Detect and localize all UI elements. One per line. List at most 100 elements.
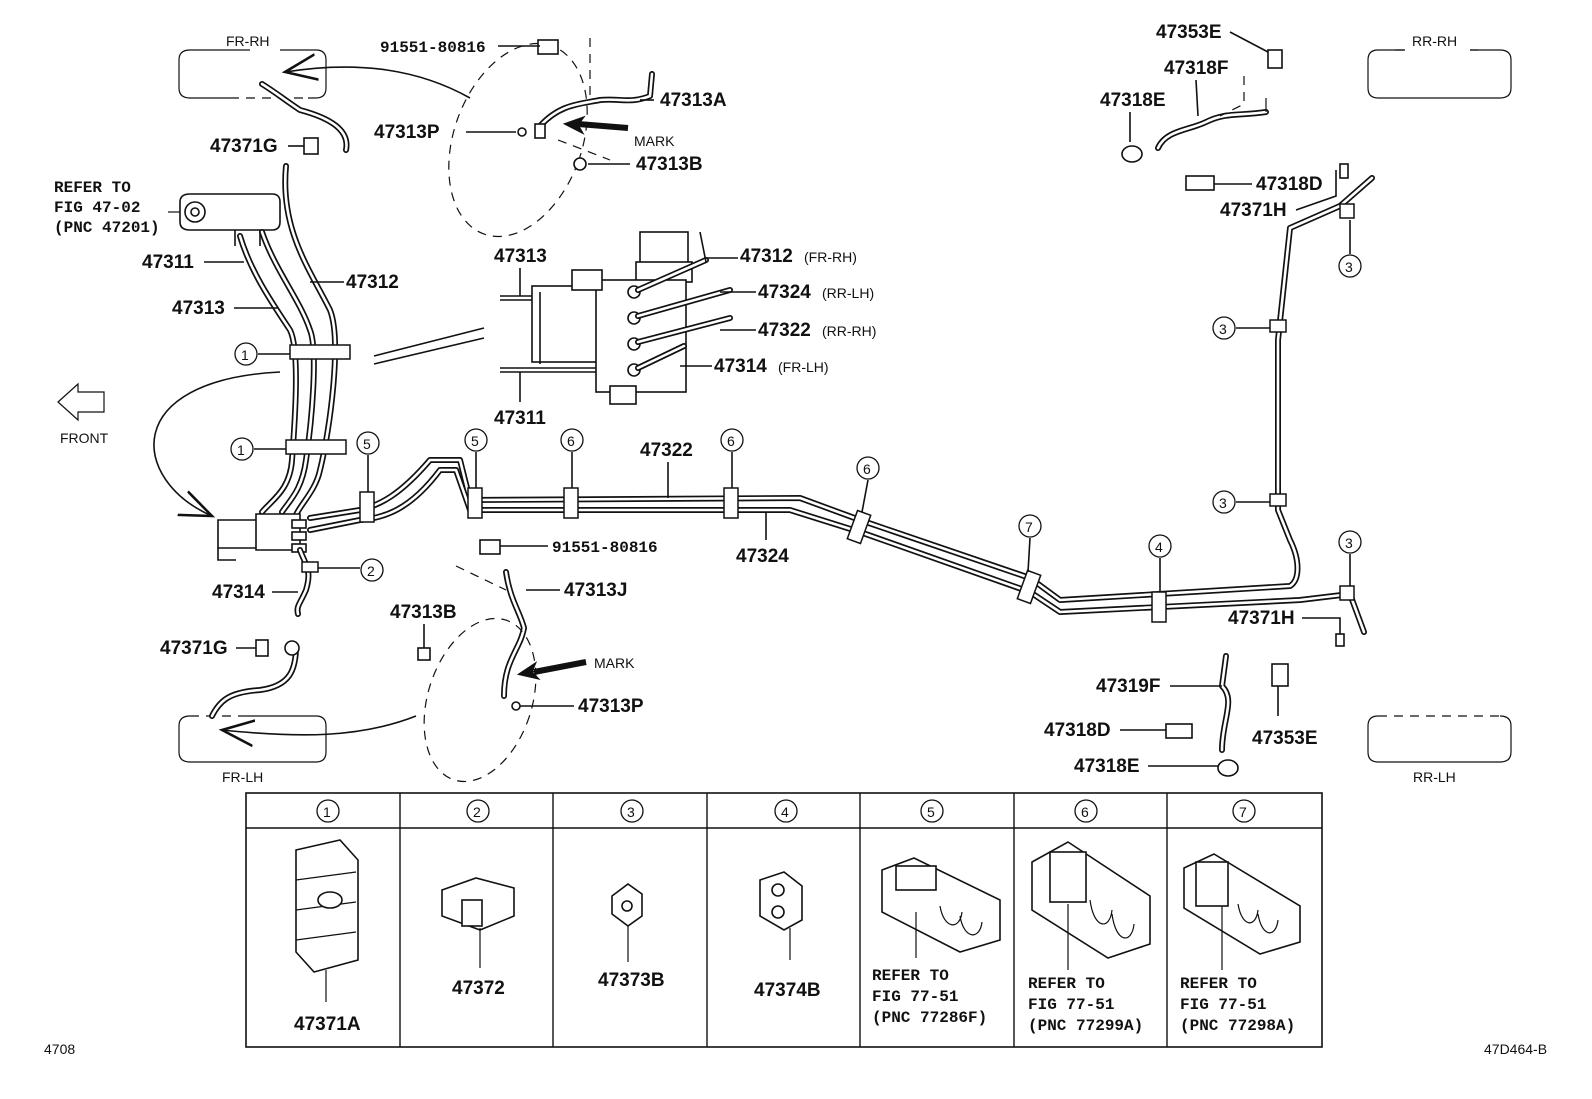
master-cylinder [179, 193, 281, 246]
doc-number: 4708 [44, 1041, 75, 1057]
corner-label-rr-lh: RR-LH [1413, 769, 1456, 785]
legend-refer-line: FIG 77-51 [872, 988, 958, 1006]
legend-cell-1: 1 47371A [294, 799, 361, 1035]
callout-47318D-top: 47318D [1256, 174, 1323, 195]
legend-cell-4: 4 47374B [754, 799, 821, 1001]
legend-number: 6 [1081, 804, 1089, 820]
callout-47313A: 47313A [660, 90, 727, 111]
legend-part-label: 47374B [754, 980, 821, 1001]
svg-text:3: 3 [1219, 495, 1227, 511]
callout-47318E-low: 47318E [1074, 756, 1140, 777]
callout-47371G-low: 47371G [160, 638, 228, 659]
bolt-icon [1165, 723, 1193, 739]
legend-cell-5: 5 REFER TO FIG 77-51 (PNC 77286F) [872, 799, 1001, 1027]
detail-47312: 47312 [740, 246, 793, 267]
svg-text:2: 2 [367, 563, 375, 579]
legend-refer-line: FIG 77-51 [1180, 996, 1266, 1014]
detail-bubble-low [423, 617, 537, 783]
clip-marker: 4 [1148, 534, 1172, 558]
refer-master-line1: REFER TO [54, 179, 131, 197]
clip-47318E [1121, 145, 1143, 163]
legend-number: 4 [781, 804, 789, 820]
clip-3b [1269, 493, 1287, 507]
clip-3a [1269, 319, 1287, 333]
callout-47318F: 47318F [1164, 58, 1228, 79]
legend-cell-3: 3 47373B [598, 799, 665, 991]
arrow-to-fr-rh [285, 67, 471, 99]
callout-47318D-low: 47318D [1044, 720, 1111, 741]
legend-cell-7: 7 REFER TO FIG 77-51 (PNC 77298A) [1180, 799, 1301, 1035]
callout-47324: 47324 [736, 546, 789, 567]
zoom-arrow-detail [153, 371, 281, 516]
legend-number: 5 [927, 804, 935, 820]
callout-47313P-low: 47313P [578, 696, 644, 717]
legend-refer-line: (PNC 77298A) [1180, 1017, 1295, 1035]
legend-refer-line: REFER TO [872, 967, 949, 985]
clip-3c [1339, 203, 1355, 219]
clip-7 [1016, 569, 1042, 605]
svg-text:5: 5 [471, 433, 479, 449]
svg-text:5: 5 [363, 436, 371, 452]
detail-47314-note: (FR-LH) [778, 359, 829, 375]
svg-text:3: 3 [1345, 535, 1353, 551]
corner-box-fr-rh: FR-RH [178, 33, 327, 99]
legend-cell-6: 6 REFER TO FIG 77-51 (PNC 77299A) [1028, 799, 1151, 1035]
legend-cell-2: 2 47372 [441, 799, 515, 999]
callout-47322: 47322 [640, 440, 693, 461]
clip-5b [467, 487, 483, 519]
callout-47313: 47313 [172, 298, 225, 319]
legend-part-label: 47371A [294, 1014, 361, 1035]
callout-47311: 47311 [142, 252, 194, 273]
clip-marker: 6 [856, 456, 880, 480]
svg-text:1: 1 [241, 347, 249, 363]
detail-47324-note: (RR-LH) [822, 285, 874, 301]
clip-marker: 6 [720, 428, 744, 452]
clip-6b [723, 487, 739, 519]
detail-47314: 47314 [714, 356, 767, 377]
clip-marker: 2 [360, 558, 384, 582]
callout-47371H-low: 47371H [1228, 608, 1295, 629]
clip-marker: 7 [1018, 514, 1042, 538]
clip-4 [1151, 591, 1167, 623]
clip-marker: 5 [356, 431, 380, 455]
arrow-to-fr-lh [222, 715, 417, 735]
detail-bubble-top [448, 42, 655, 238]
callout-47312: 47312 [346, 272, 399, 293]
actuator-detail-view [500, 231, 733, 405]
callout-47371H-top: 47371H [1220, 200, 1287, 221]
detail-47324: 47324 [758, 282, 811, 303]
clip-6c [846, 509, 872, 545]
legend-part-label: 47373B [598, 970, 665, 991]
callout-47318E-top: 47318E [1100, 90, 1166, 111]
callout-47353E-low: 47353E [1252, 728, 1318, 749]
callout-47313P-top: 47313P [374, 122, 440, 143]
svg-text:6: 6 [567, 433, 575, 449]
clip-marker: 6 [560, 428, 584, 452]
clip-marker: 3 [1338, 530, 1362, 554]
clip-1b [285, 439, 347, 455]
clip-marker: 1 [230, 437, 254, 461]
callout-47313B-low: 47313B [390, 602, 457, 623]
svg-text:6: 6 [727, 433, 735, 449]
svg-text:6: 6 [863, 461, 871, 477]
legend-number: 3 [627, 804, 635, 820]
legend-number: 2 [473, 804, 481, 820]
callout-47313J: 47313J [564, 580, 627, 601]
clip-3d [1339, 585, 1355, 601]
corner-box-fr-lh: FR-LH [178, 715, 327, 785]
legend-refer-line: (PNC 77299A) [1028, 1017, 1143, 1035]
legend-part-label: 47372 [452, 978, 505, 999]
callout-47319F: 47319F [1096, 676, 1160, 697]
corner-label-rr-rh: RR-RH [1412, 33, 1457, 49]
bolt-icon [479, 539, 501, 555]
clip-5a [359, 491, 375, 523]
clip-marker: 3 [1212, 316, 1236, 340]
svg-text:7: 7 [1025, 519, 1033, 535]
clip-marker: 1 [234, 342, 258, 366]
front-pipes [237, 163, 339, 518]
detail-47322: 47322 [758, 320, 811, 341]
legend-refer-line: REFER TO [1028, 975, 1105, 993]
refer-master-line3: (PNC 47201) [54, 219, 160, 237]
svg-text:3: 3 [1219, 321, 1227, 337]
detail-47312-note: (FR-RH) [804, 249, 857, 265]
